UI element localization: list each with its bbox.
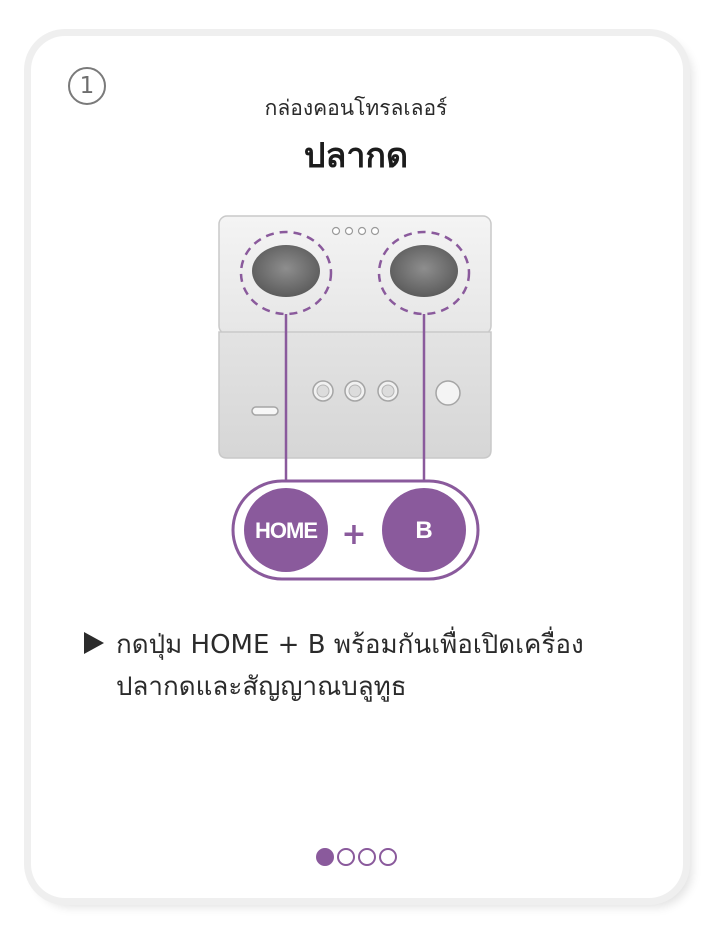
led-indicator xyxy=(370,226,380,236)
step-number-badge: 1 xyxy=(68,67,106,105)
b-button-highlight xyxy=(377,230,471,316)
b-key-label: B xyxy=(415,517,432,544)
step-number: 1 xyxy=(79,73,95,99)
card-title: ปลากด xyxy=(303,136,409,176)
page-indicator xyxy=(316,848,397,868)
b-key-circle xyxy=(382,488,466,572)
led-indicator xyxy=(331,226,341,236)
page-dot-2[interactable] xyxy=(337,848,355,866)
usb-port-icon xyxy=(251,406,279,416)
front-knob-icon xyxy=(377,380,399,402)
power-knob-icon xyxy=(435,380,461,406)
page-dot-4[interactable] xyxy=(379,848,397,866)
card-subtitle: กล่องคอนโทรลเลอร์ xyxy=(264,96,448,120)
front-knob-icon xyxy=(344,380,366,402)
instruction-line: ปลากดและสัญญาณบลูทูธ xyxy=(116,672,407,702)
home-key-label: HOME xyxy=(255,518,317,543)
controller-box-illustration: HOME + B xyxy=(218,215,492,581)
led-indicator xyxy=(357,226,367,236)
instruction-card xyxy=(38,43,676,891)
page-dot-1[interactable] xyxy=(316,848,334,866)
home-key-circle xyxy=(244,488,328,572)
home-button-icon xyxy=(252,245,320,297)
plus-label: + xyxy=(341,517,366,552)
page-dot-3[interactable] xyxy=(358,848,376,866)
instruction-line: กดปุ่ม HOME + B พร้อมกันเพื่อเปิดเครื่อง xyxy=(116,630,584,660)
home-button-highlight xyxy=(239,230,333,316)
front-knob-icon xyxy=(312,380,334,402)
b-button-icon xyxy=(390,245,458,297)
instruction-text: กดปุ่ม HOME + B พร้อมกันเพื่อเปิดเครื่อง… xyxy=(116,624,656,708)
play-bullet-icon xyxy=(84,632,104,654)
led-indicator xyxy=(344,226,354,236)
